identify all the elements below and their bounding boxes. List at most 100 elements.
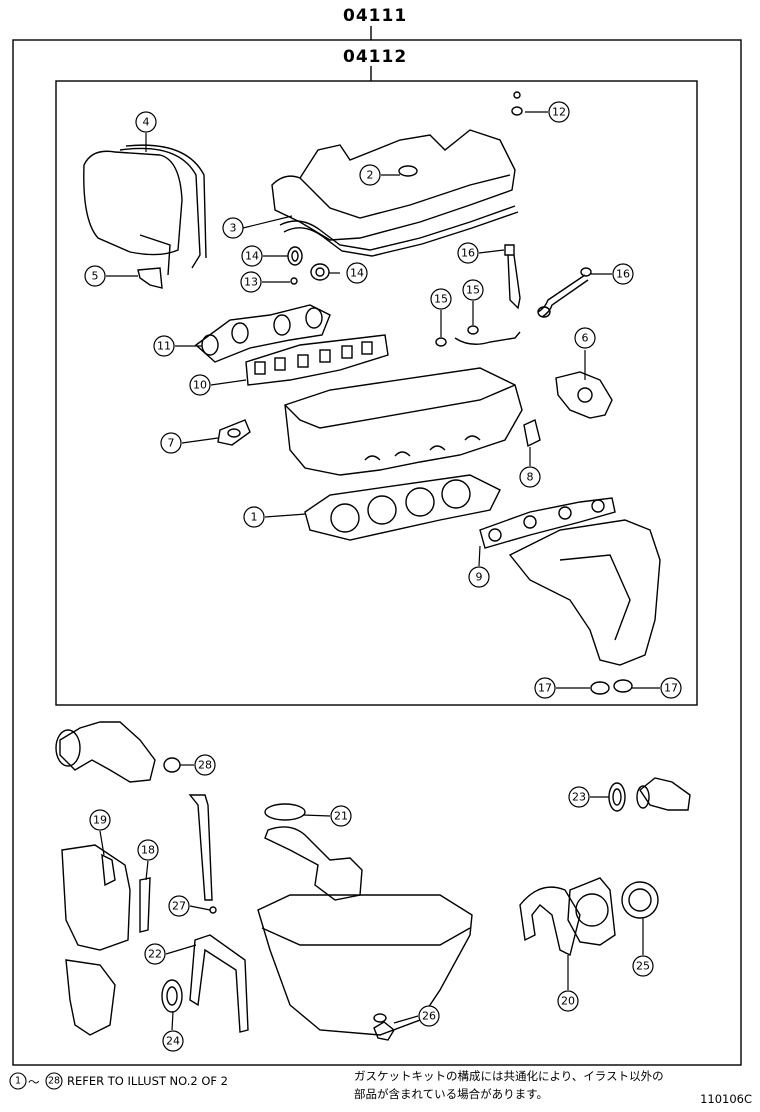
callout-28: 28 [198,759,212,772]
lower-cover-drawing [65,959,116,1036]
callout-17b-circle [660,677,682,699]
callout-22-circle [144,943,166,965]
valve-cover-drawing [271,129,519,257]
callout-7: 7 [168,437,175,450]
dipstick-drawing [188,794,213,901]
callout-4-circle [135,111,157,133]
callout-13-circle [240,271,262,293]
callout-17a-circle [534,677,556,699]
exhaust-manifold-drawing [508,519,661,666]
callout-16a: 16 [461,247,475,260]
callout-5-circle [84,265,106,287]
gasket-21-drawing [264,803,306,821]
callout-7-circle [160,432,182,454]
timing-cover-lower-drawing [61,844,131,951]
gasket-10-drawing [245,334,389,386]
callout-3: 3 [230,222,237,235]
callout-6: 6 [582,332,589,345]
callout-18: 18 [141,844,155,857]
callout-1: 1 [251,511,258,524]
callout-15a-circle [430,288,452,310]
ring-13-drawing [290,277,298,285]
callout-28-circle [194,754,216,776]
seal-15a-drawing [435,337,447,347]
seal-15b-drawing [467,325,479,335]
callout-23: 23 [572,791,586,804]
callout-16b: 16 [616,268,630,281]
callout-26-circle [418,1005,440,1027]
part-19-drawing [101,853,116,887]
sensor-drawing [454,331,521,345]
callout-26: 26 [422,1010,436,1023]
gasket-6-drawing [555,371,613,419]
callout-24-circle [162,1030,184,1052]
gasket-7-drawing [217,419,251,446]
callout-2: 2 [367,169,374,182]
callout-25: 25 [636,960,650,973]
callout-9-circle [468,566,490,588]
oil-pan-drawing [257,894,473,1036]
callout-12: 12 [552,106,566,119]
callout-11-circle [153,335,175,357]
retainer-drawing [567,877,616,946]
callout-19: 19 [93,814,107,827]
part-12-drawing [511,106,523,116]
footer-range-start: 1 [15,1076,21,1087]
gasket-20-drawing [519,886,581,957]
callout-23-circle [568,786,590,808]
callout-27: 27 [172,900,186,913]
callout-3-circle [222,217,244,239]
part-5-drawing [137,267,163,289]
footer-jp-line-2: 部品が含まれている場合があります。 [354,1087,549,1101]
callout-22: 22 [148,948,162,961]
callout-11: 11 [157,340,171,353]
outer-kit-number: 04111 [343,6,408,26]
drain-plug-drawing [373,1021,395,1041]
callout-15b-circle [462,279,484,301]
gasket-11-drawing [194,304,331,363]
gasket-9-drawing [479,497,616,549]
seal-25-drawing [621,881,659,919]
ring-17b-drawing [613,679,633,693]
callout-12-circle [548,101,570,123]
callout-18-circle [137,839,159,861]
footer-range-end-circle [45,1072,63,1090]
callout-21: 21 [334,810,348,823]
callout-14a-circle [241,245,263,267]
leader-lines [99,111,660,1031]
callout-4: 4 [143,116,150,129]
callout-8-circle [519,466,541,488]
callout-17a: 17 [538,682,552,695]
callout-14a: 14 [245,250,259,263]
callout-14b: 14 [350,267,364,280]
callout-14b-circle [346,262,368,284]
water-inlet-drawing [59,721,156,783]
callout-16a-circle [457,242,479,264]
callout-27-circle [168,895,190,917]
callout-15b: 15 [466,284,480,297]
callout-9: 9 [476,571,483,584]
callout-24: 24 [166,1035,180,1048]
head-gasket-drawing [304,474,501,541]
gasket-22-drawing [189,934,249,1033]
callout-20-circle [557,990,579,1012]
footer-range-end: 28 [48,1076,60,1087]
part-12-top-drawing [513,91,521,99]
callout-21-circle [330,805,352,827]
ring-28-drawing [163,757,181,773]
callout-20: 20 [561,995,575,1008]
callout-5: 5 [92,270,99,283]
callout-13: 13 [244,276,258,289]
footer-note: REFER TO ILLUST NO.2 OF 2 [67,1074,228,1088]
footer-range-start-circle [9,1072,27,1090]
callout-10: 10 [193,379,207,392]
seal-14b-drawing [310,263,330,281]
callout-19-circle [89,809,111,831]
outer-kit-frame [12,39,742,1066]
inner-kit-frame [55,80,698,706]
seal-14a-drawing [287,246,303,266]
oil-strainer-drawing [264,826,363,901]
footer-range-separator: ～ [28,1075,40,1089]
cylinder-head-drawing [284,367,523,476]
